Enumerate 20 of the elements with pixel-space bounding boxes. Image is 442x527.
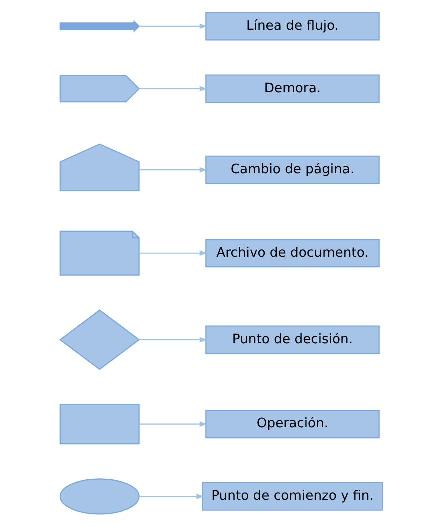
node-line	[59, 20, 140, 33]
node-diamond	[58, 310, 140, 370]
node-box: Línea de flujo.	[205, 12, 380, 41]
node-delay	[59, 75, 140, 103]
node-pentagon	[59, 144, 140, 192]
arrow	[139, 494, 204, 500]
node-box: Punto de comienzo y fin.	[202, 482, 383, 511]
node-box: Archivo de documento.	[205, 239, 380, 268]
node-box: Operación.	[205, 410, 380, 439]
node-box: Demora.	[205, 74, 380, 104]
node-box	[59, 404, 140, 445]
node-box: Punto de decisión.	[205, 326, 380, 354]
arrow	[139, 337, 207, 343]
node-ellipse	[59, 478, 140, 515]
arrow	[139, 422, 207, 428]
node-box: Cambio de página.	[205, 156, 380, 184]
arrow	[139, 24, 207, 30]
arrow	[139, 86, 207, 92]
arrow	[139, 167, 207, 173]
arrow	[139, 250, 207, 256]
